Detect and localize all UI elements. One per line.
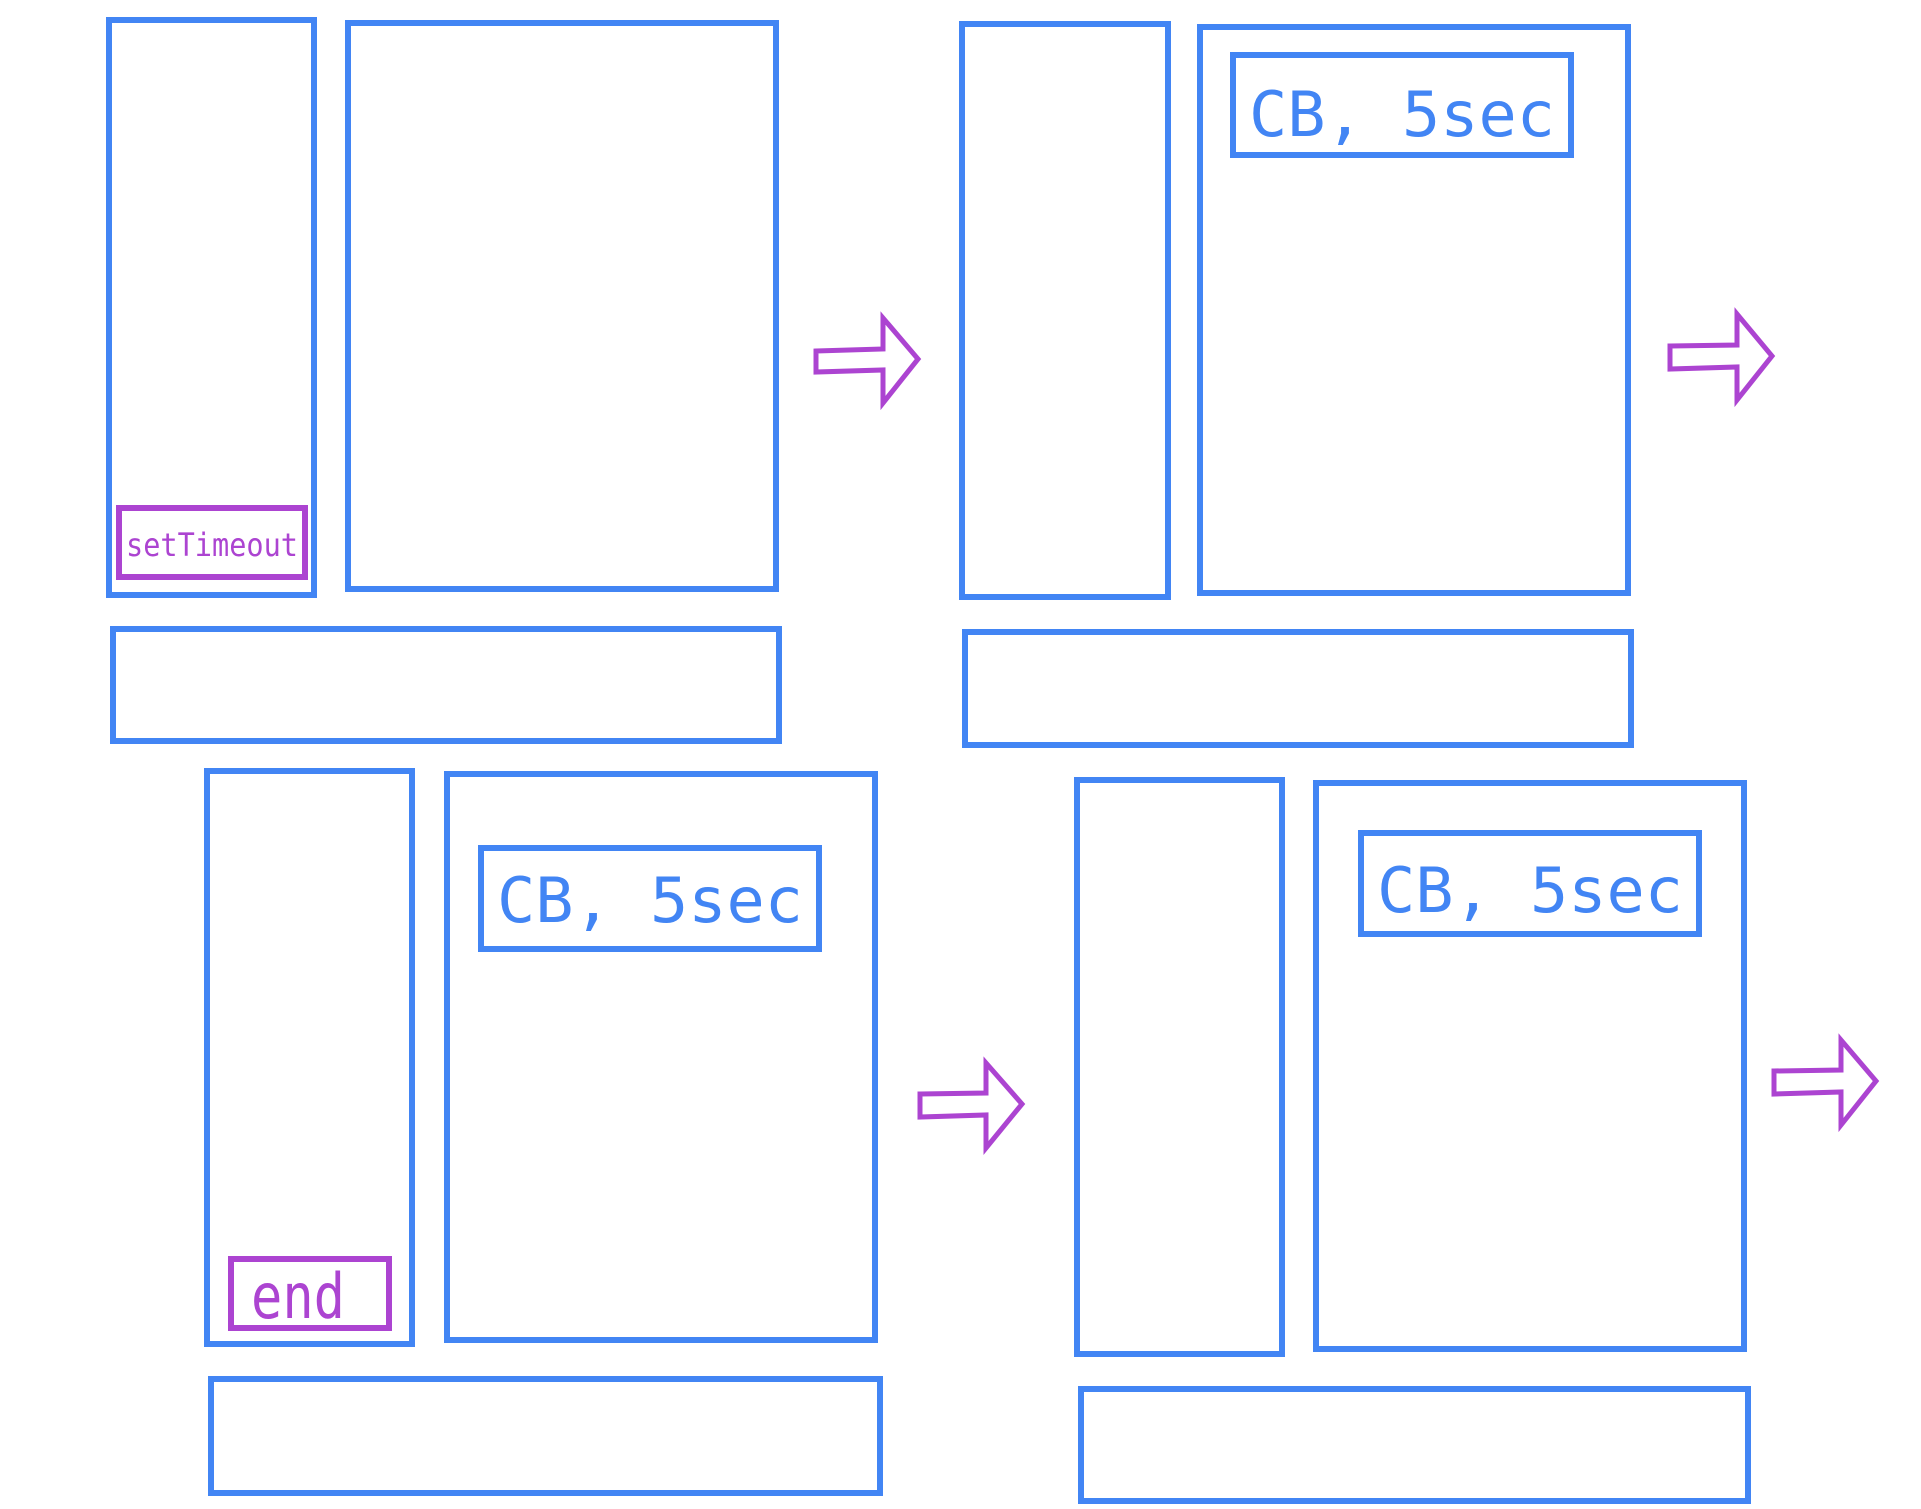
call-stack-box — [106, 17, 317, 598]
right-arrow-icon — [813, 311, 922, 411]
stack-item-box — [228, 1256, 392, 1331]
web-api-item-label: CB, 5sec — [497, 864, 803, 937]
right-arrow-icon — [917, 1056, 1026, 1156]
panel-1: setTimeout — [106, 17, 782, 744]
right-arrow-icon — [1771, 1033, 1880, 1133]
panel-3: end CB, 5sec — [204, 768, 883, 1496]
panel-4: CB, 5sec — [1074, 777, 1751, 1504]
web-api-item-box — [1230, 52, 1574, 158]
callback-queue-box — [1078, 1386, 1751, 1504]
web-api-box — [1313, 780, 1747, 1352]
web-api-box — [444, 771, 878, 1343]
stack-item-label: setTimeout — [126, 526, 298, 564]
web-api-item-box — [478, 845, 822, 952]
web-api-box — [345, 20, 779, 592]
web-api-item-box — [1358, 830, 1702, 937]
web-api-item-label: CB, 5sec — [1377, 854, 1683, 927]
web-api-item-label: CB, 5sec — [1249, 78, 1555, 151]
panel-2: CB, 5sec — [959, 21, 1634, 748]
call-stack-box — [1074, 777, 1285, 1357]
call-stack-box — [204, 768, 415, 1347]
web-api-box — [1197, 24, 1631, 596]
right-arrow-icon — [1667, 307, 1776, 408]
stack-item-box — [116, 505, 308, 580]
stack-item-label: end — [251, 1260, 345, 1333]
callback-queue-box — [110, 626, 782, 744]
call-stack-box — [959, 21, 1171, 600]
callback-queue-box — [208, 1376, 883, 1496]
callback-queue-box — [962, 629, 1634, 748]
